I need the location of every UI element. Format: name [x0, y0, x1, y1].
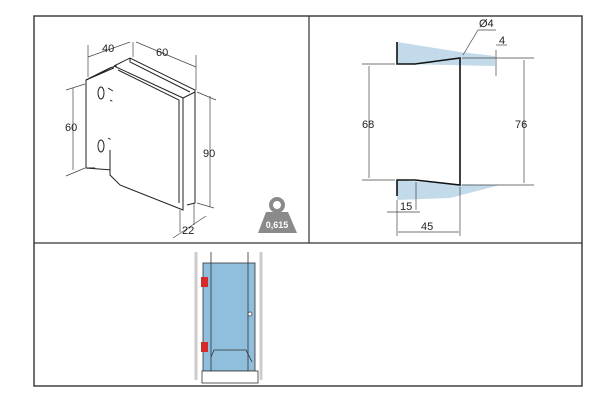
door-knob-icon	[247, 311, 253, 317]
dim-hole-diameter: Ø4	[479, 18, 494, 30]
weight-value: 0,615	[266, 220, 289, 230]
glass-cutout-view: 68 76 Ø4 4 15 45	[362, 18, 534, 236]
outer-frame	[33, 15, 583, 387]
dim-total-depth: 45	[421, 221, 433, 233]
hinge-bottom-icon	[201, 342, 208, 352]
hinge-isometric-view: 40 60 60 90 22	[65, 41, 217, 239]
shower-install-illustration	[194, 252, 263, 384]
dim-height-left: 60	[65, 122, 77, 134]
shower-tray	[201, 370, 259, 384]
weight-badge: 0,615	[258, 197, 297, 233]
dim-notch-depth: 15	[400, 201, 412, 213]
dim-outer-height: 76	[515, 119, 527, 131]
dim-depth: 40	[102, 43, 114, 55]
dim-inner-height: 68	[362, 119, 374, 131]
dim-height-right: 90	[203, 148, 215, 160]
weight-icon	[269, 197, 285, 213]
dim-offset: 4	[499, 35, 505, 47]
hinge-top-icon	[201, 277, 208, 287]
dim-width: 60	[156, 47, 168, 59]
dim-thickness: 22	[182, 225, 194, 237]
